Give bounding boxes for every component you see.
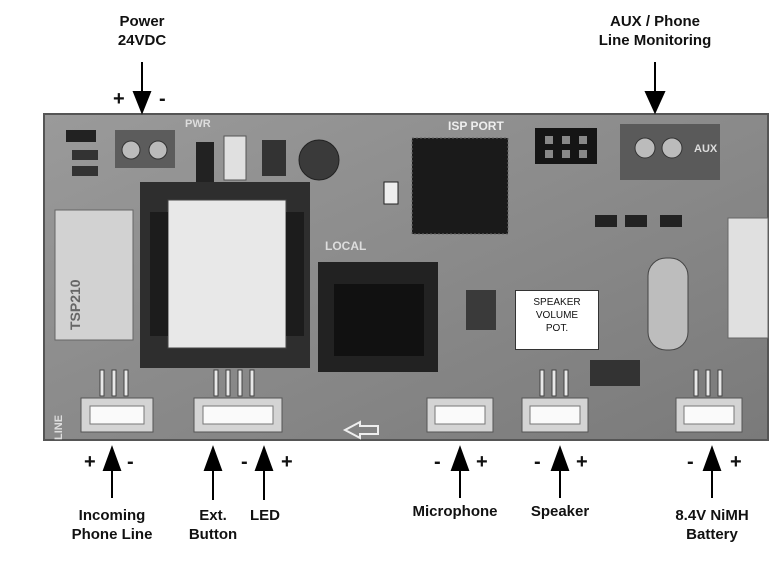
- microphone-connector: [426, 397, 494, 433]
- svg-text:AUX: AUX: [694, 143, 718, 155]
- ext-button-led-connector: [193, 397, 283, 433]
- speaker-plus-sign: +: [576, 451, 588, 473]
- speaker-connector: [521, 397, 589, 433]
- svg-text:TSP210: TSP210: [67, 279, 83, 330]
- crystal-oscillator: [647, 257, 689, 351]
- microcontroller-chip: [411, 137, 509, 235]
- svg-text:LINE: LINE: [53, 415, 65, 440]
- line-coil: [54, 209, 134, 341]
- power-plus-sign: +: [113, 88, 125, 110]
- led-label: LED: [250, 507, 280, 524]
- speaker-label: Speaker: [530, 503, 590, 520]
- led-plus-sign: +: [281, 451, 293, 473]
- side-connector: [727, 217, 769, 339]
- isp-port-header: [535, 128, 597, 164]
- pwr-silkscreen: PWR: [185, 118, 211, 130]
- incoming-minus-sign: -: [127, 451, 134, 473]
- battery-minus-sign: -: [687, 451, 694, 473]
- microphone-minus-sign: -: [434, 451, 441, 473]
- incoming-plus-sign: +: [84, 451, 96, 473]
- svg-text:LOCAL: LOCAL: [325, 239, 366, 253]
- led-minus-sign: -: [241, 451, 248, 473]
- ext-button-label: Ext.Button: [188, 507, 238, 543]
- speaker-minus-sign: -: [534, 451, 541, 473]
- microphone-plus-sign: +: [476, 451, 488, 473]
- battery-plus-sign: +: [730, 451, 742, 473]
- power-minus-sign: -: [159, 88, 166, 110]
- svg-text:ISP PORT: ISP PORT: [448, 119, 504, 133]
- battery-connector: [675, 397, 743, 433]
- microphone-label: Microphone: [412, 503, 498, 520]
- incoming-line-connector: [80, 397, 154, 433]
